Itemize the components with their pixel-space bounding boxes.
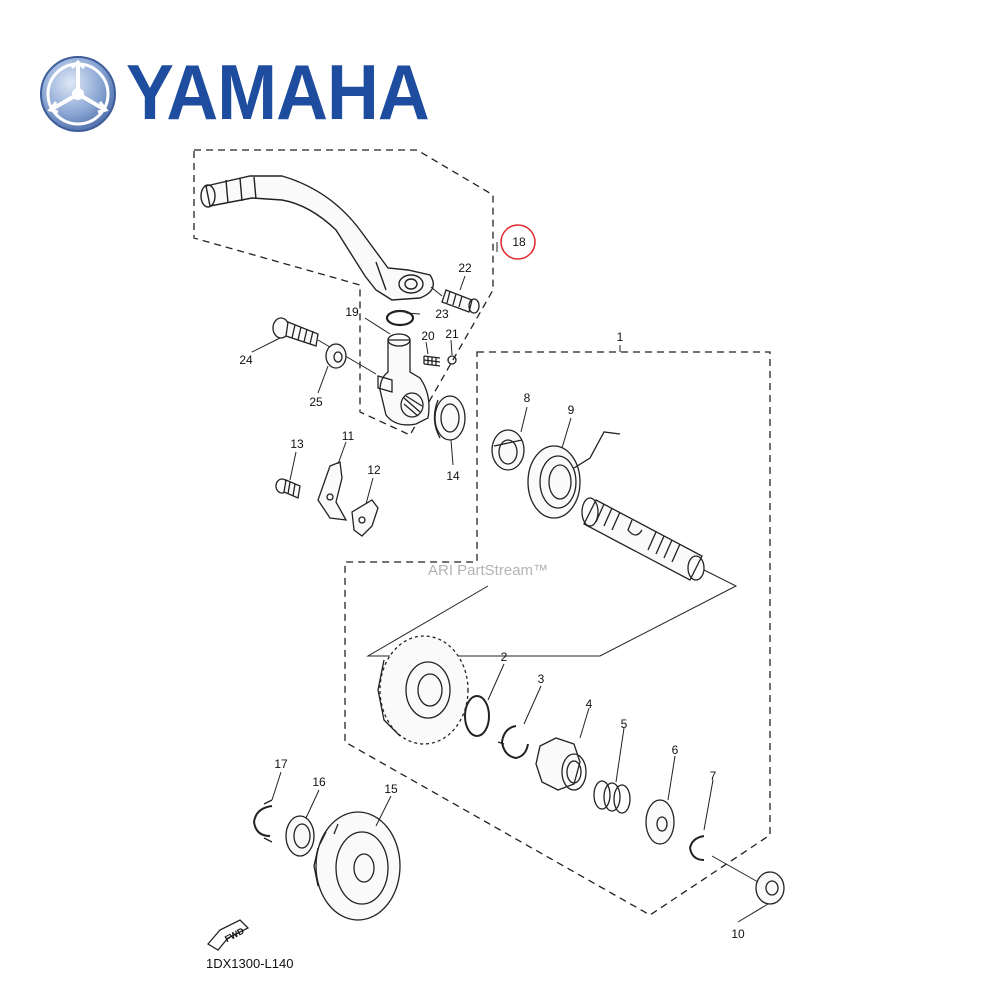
bolt-part-13[interactable]	[275, 478, 301, 499]
diagram-code: 1DX1300-L140	[206, 956, 294, 971]
callout-5[interactable]: 5	[621, 717, 628, 731]
spring-part-5[interactable]	[593, 780, 631, 814]
callout-6[interactable]: 6	[672, 743, 679, 757]
callout-16[interactable]: 16	[312, 775, 326, 789]
callout-23[interactable]: 23	[435, 307, 449, 321]
oil-seal-part-14[interactable]	[433, 395, 466, 441]
leader-lines	[251, 242, 769, 923]
watermark: ARI PartStream™	[428, 562, 549, 579]
callout-11[interactable]: 11	[342, 429, 355, 443]
kick-gear[interactable]	[377, 635, 469, 745]
collar-part-8[interactable]	[491, 429, 525, 471]
brand-name: YAMAHA	[126, 48, 430, 136]
callout-3[interactable]: 3	[538, 672, 545, 686]
kick-shaft-part-1[interactable]	[366, 497, 738, 657]
kick-lever-assembly-outline	[193, 149, 494, 436]
callout-13[interactable]: 13	[290, 437, 304, 451]
callout-18[interactable]: 18	[512, 235, 526, 249]
washer-part-2[interactable]	[464, 695, 490, 737]
spring-part-20[interactable]	[423, 355, 441, 367]
callout-24[interactable]: 24	[239, 353, 253, 367]
callout-4[interactable]: 4	[586, 697, 593, 711]
highlight-circle-part-18	[500, 224, 536, 260]
kick-spring-part-9[interactable]	[527, 431, 621, 519]
callout-19[interactable]: 19	[345, 305, 359, 319]
callout-2[interactable]: 2	[501, 650, 508, 664]
bolt-part-22[interactable]	[430, 286, 480, 314]
callout-9[interactable]: 9	[568, 403, 575, 417]
washer-part-16[interactable]	[285, 815, 315, 857]
bolt-part-24[interactable]	[272, 317, 377, 375]
callout-10[interactable]: 10	[731, 927, 745, 941]
circlip-part-7[interactable]	[688, 835, 705, 861]
callout-25[interactable]: 25	[309, 395, 323, 409]
stopper-guide-part-12[interactable]	[351, 499, 379, 537]
ratchet-part-4[interactable]	[535, 737, 587, 791]
callout-8[interactable]: 8	[524, 391, 531, 405]
callout-21[interactable]: 21	[445, 327, 459, 341]
circlip-part-3[interactable]	[497, 725, 529, 760]
kick-shaft-assembly-outline	[344, 351, 771, 916]
callout-15[interactable]: 15	[384, 782, 398, 796]
callout-12[interactable]: 12	[367, 463, 381, 477]
washer-part-6[interactable]	[645, 799, 675, 845]
idle-gear-part-15[interactable]	[313, 811, 401, 921]
ball-part-21[interactable]	[447, 355, 457, 365]
callout-20[interactable]: 20	[421, 329, 435, 343]
callout-17[interactable]: 17	[274, 757, 288, 771]
callout-22[interactable]: 22	[458, 261, 472, 275]
brand-header: YAMAHA	[38, 48, 430, 136]
fwd-arrow-icon	[207, 919, 250, 951]
washer-part-25[interactable]	[325, 343, 347, 369]
yamaha-emblem-icon	[40, 56, 116, 132]
callout-numbers: 1 2 3 4 5 6 7 8 9 10 11 12 13 14 15 16 1…	[223, 235, 745, 944]
circlip-part-17[interactable]	[252, 799, 273, 843]
callout-7[interactable]: 7	[710, 769, 717, 783]
callout-14[interactable]: 14	[446, 469, 460, 483]
o-ring-part-23[interactable]	[385, 309, 415, 327]
callout-1[interactable]: 1	[617, 330, 624, 344]
kick-lever-part-18[interactable]	[200, 175, 434, 301]
stopper-plate-part-11[interactable]	[317, 461, 348, 521]
washer-part-10[interactable]	[711, 855, 785, 905]
kick-boss-part-19[interactable]	[377, 333, 430, 426]
